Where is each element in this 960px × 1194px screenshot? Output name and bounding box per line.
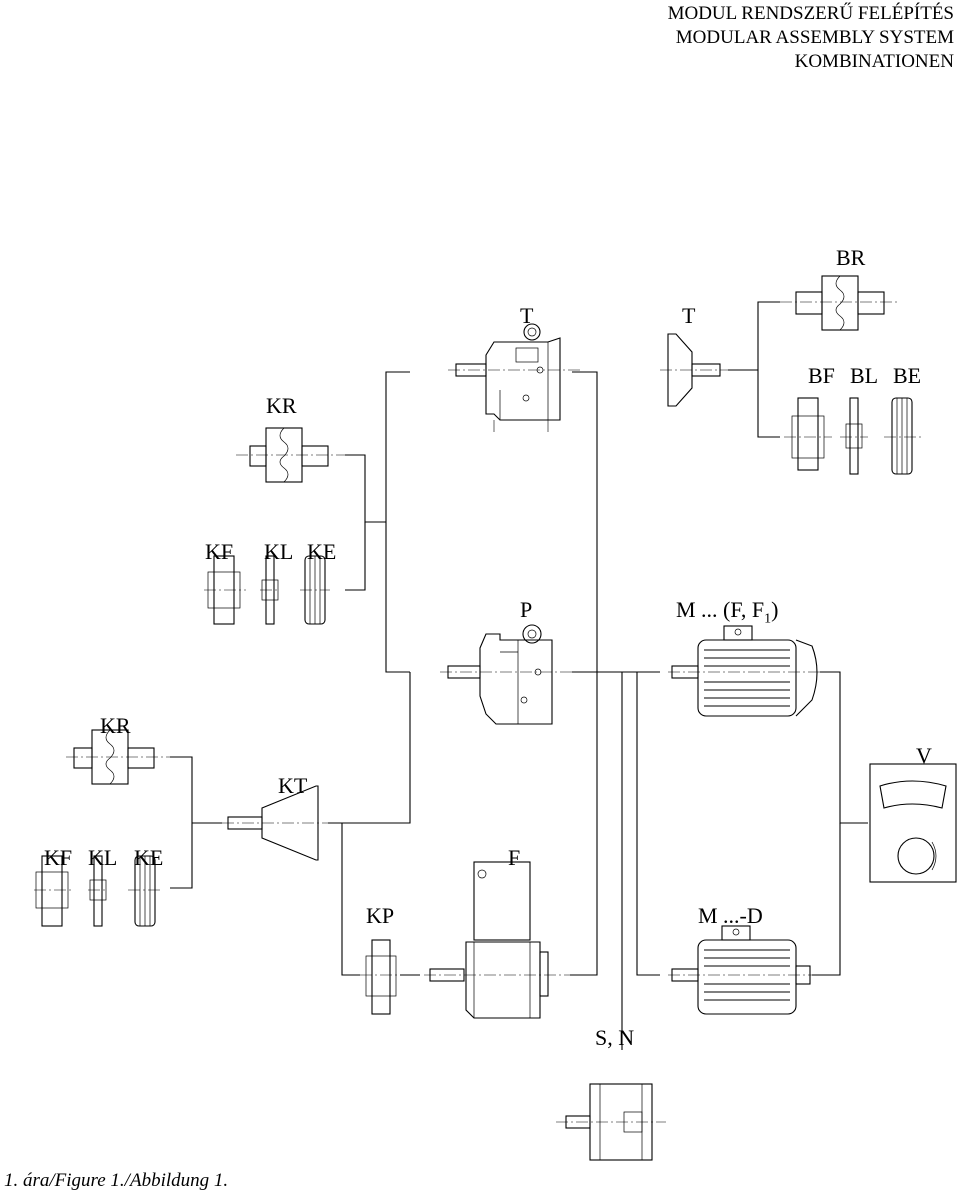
label-ke-bot: KE: [134, 845, 164, 870]
md-motor-icon: [668, 925, 818, 1015]
sn-unit-icon: [556, 1083, 666, 1161]
connector-lines: [170, 301, 868, 1050]
label-m-subscript: 1: [764, 611, 772, 627]
label-kl-top: KL: [264, 539, 294, 564]
label-p: P: [520, 597, 533, 622]
bf-pulley-icon: [784, 397, 832, 471]
br-coupling-icon: [780, 275, 900, 331]
connector-motors: [636, 671, 660, 976]
ke-top-pulley-icon: [300, 555, 330, 625]
label-t-right: T: [682, 303, 696, 328]
f-gearbox-icon: [424, 861, 576, 1019]
label-be: BE: [893, 363, 922, 388]
label-m-main: M ... (F, F: [676, 597, 765, 622]
label-kf-bot: KF: [44, 845, 73, 870]
label-ke-top: KE: [307, 539, 337, 564]
connector-kf-top: [345, 522, 366, 591]
kr-mid-coupling-icon: [66, 729, 172, 785]
kp-pulley-icon: [360, 939, 404, 1015]
label-kr-top: KR: [266, 393, 297, 418]
connector-kr-mid: [170, 756, 193, 889]
connector-v: [820, 671, 868, 824]
m-motor-icon: [668, 625, 826, 717]
be-pulley-icon: [884, 397, 924, 475]
kl-top-pulley-icon: [260, 555, 280, 625]
bl-pulley-icon: [840, 397, 868, 475]
label-bf: BF: [808, 363, 835, 388]
label-kp: KP: [366, 903, 395, 928]
figure-caption: 1. ára/Figure 1./Abbildung 1.: [4, 1170, 229, 1191]
label-kl-bot: KL: [88, 845, 118, 870]
label-m: M ... (F, F1): [676, 598, 778, 631]
label-sn: S, N: [595, 1025, 635, 1050]
header-line-3: KOMBINATIONEN: [794, 51, 954, 72]
connector-t-p-left: [385, 371, 410, 673]
v-controller-icon: [869, 763, 957, 883]
kr-top-coupling-icon: [236, 427, 348, 483]
header-line-2: MODULAR ASSEMBLY SYSTEM: [675, 27, 954, 48]
label-v: V: [916, 743, 932, 768]
t-gearbox-icon: [448, 323, 580, 432]
kf-top-pulley-icon: [204, 555, 246, 625]
connector-kp: [341, 823, 360, 976]
kt-taper-icon: [222, 785, 340, 861]
label-t-left: T: [520, 303, 534, 328]
kl-bot-pulley-icon: [88, 855, 108, 927]
label-bl: BL: [850, 363, 879, 388]
connector-kr-top: [345, 454, 386, 523]
connector-br: [757, 301, 780, 438]
t-flange-icon: [660, 333, 728, 407]
connector-md-v: [812, 823, 841, 976]
label-f: F: [508, 845, 521, 870]
label-kr-mid: KR: [100, 713, 131, 738]
label-md: M ...-D: [698, 903, 763, 928]
label-br: BR: [836, 245, 866, 270]
header-line-1: MODUL RENDSZERŰ FELÉPÍTÉS: [667, 3, 954, 24]
label-kf-top: KF: [205, 539, 234, 564]
connector-t-right: [570, 371, 598, 976]
label-m-close: ): [771, 597, 779, 622]
ke-bot-pulley-icon: [128, 855, 160, 927]
p-gearbox-icon: [440, 624, 580, 725]
label-kt: KT: [278, 773, 308, 798]
kf-bot-pulley-icon: [34, 855, 72, 927]
connector-kt-p: [328, 672, 411, 824]
